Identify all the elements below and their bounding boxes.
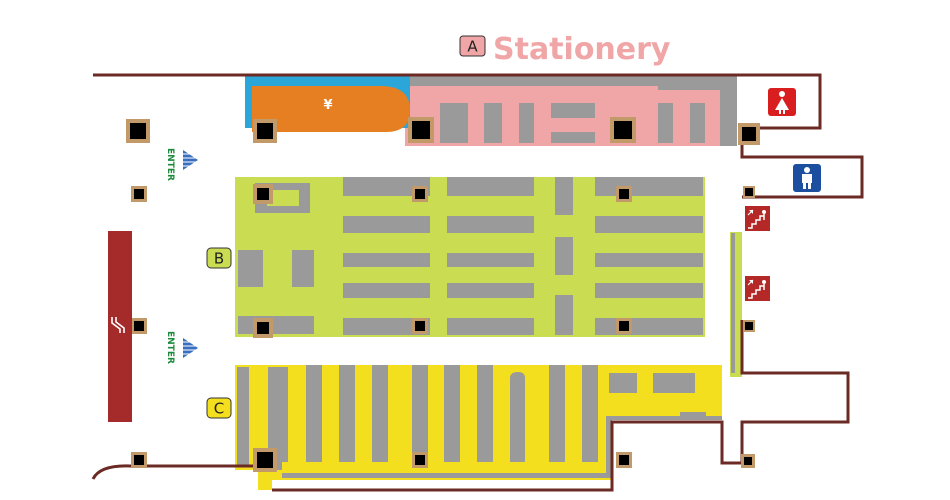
zone-b-shelf	[595, 216, 703, 233]
zone-b-letter: B	[214, 250, 224, 268]
column-core	[257, 188, 269, 200]
page-title: Stationery	[493, 32, 671, 67]
column-core	[257, 123, 273, 139]
zone-c-shelf	[412, 365, 428, 462]
zone-a-shelf	[440, 103, 468, 143]
zone-b-shelf	[595, 318, 703, 335]
zone-a-shelf	[484, 103, 502, 143]
column-core	[619, 321, 629, 331]
column-core	[134, 455, 144, 465]
column-core	[257, 322, 269, 334]
zone-c-shelf	[582, 365, 598, 462]
counter-desk	[252, 86, 410, 132]
entrance-bottom[interactable]: ENTER	[165, 331, 198, 364]
female-restroom-icon[interactable]	[768, 88, 796, 116]
zone-a-shelf	[690, 103, 705, 143]
column-core	[134, 321, 144, 331]
zone-b-shelf	[292, 250, 314, 287]
column-core	[257, 452, 273, 468]
entrance-label: ENTER	[165, 331, 175, 364]
zone-b-shelf	[555, 177, 573, 215]
zone-a-area	[405, 76, 737, 146]
zone-c-shelf	[609, 373, 637, 393]
column-core	[619, 189, 629, 199]
zone-b-shelf	[447, 216, 534, 233]
checkout-counter: ¥	[245, 76, 410, 132]
zone-b-side-shelf	[731, 233, 735, 373]
elevator-area	[108, 231, 132, 422]
column-core	[745, 322, 753, 330]
zone-b-area	[235, 177, 742, 377]
zone-c-shelf	[306, 365, 322, 462]
zone-c-shelf	[510, 372, 525, 462]
column-core	[619, 455, 629, 465]
zone-a-shelf	[551, 103, 595, 118]
zone-b-shelf-gap	[267, 190, 299, 206]
zone-c-shelf	[549, 365, 565, 462]
zone-c-shelf	[372, 365, 388, 462]
male-restroom-icon[interactable]	[793, 164, 821, 192]
zone-c-shelf	[477, 365, 493, 462]
entrance-arrow-icon	[183, 338, 198, 358]
zone-c-shelf	[339, 365, 355, 462]
zone-c-wall-shelf	[264, 416, 722, 478]
zone-c-shelf	[653, 373, 695, 393]
entrance-label: ENTER	[165, 148, 175, 181]
wall-south-west	[91, 464, 258, 480]
zone-b-shelf	[238, 316, 314, 334]
stairs-icon[interactable]	[745, 206, 770, 231]
column-core	[134, 189, 144, 199]
zone-b-badge: B	[206, 247, 232, 269]
zone-a-side-shelf	[720, 76, 737, 146]
zone-c-badge: C	[206, 397, 232, 419]
column-core	[415, 455, 425, 465]
zone-c-shelf	[268, 367, 288, 462]
zone-b-shelf	[343, 177, 430, 196]
zone-b-shelf	[595, 253, 703, 267]
column-core	[412, 121, 430, 139]
zone-a-shelf	[519, 103, 534, 143]
zone-c-shelf	[237, 367, 249, 467]
zone-c-shelf	[444, 365, 460, 462]
zone-c-letter: C	[214, 400, 224, 418]
zone-b-shelf	[595, 177, 703, 196]
zone-c-area	[235, 365, 722, 490]
zone-b-shelf	[447, 283, 534, 298]
zone-b-shelf	[595, 283, 703, 298]
zone-b-shelf	[447, 318, 534, 335]
columns	[126, 117, 760, 472]
zone-a-badge	[459, 35, 486, 57]
column-core	[614, 121, 632, 139]
zone-b-shelf	[343, 283, 430, 298]
column-core	[744, 457, 752, 465]
zone-b-shelf	[555, 295, 573, 335]
zone-b-shelf	[343, 216, 430, 233]
zone-a-shelf	[658, 103, 673, 143]
column-core	[742, 127, 756, 141]
zone-a-header: A Stationery	[459, 32, 671, 67]
zone-b-shelf	[447, 253, 534, 267]
zone-a-shelf	[658, 86, 720, 90]
yen-icon: ¥	[323, 98, 332, 113]
zone-a-wall-shelf	[405, 76, 737, 86]
zone-b-shelf	[238, 250, 263, 287]
zone-b-shelf	[555, 237, 573, 275]
stairs-icon[interactable]	[745, 276, 770, 301]
elevator-bar	[108, 231, 132, 422]
column-core	[130, 123, 146, 139]
zone-b-shelf	[447, 177, 534, 196]
column-core	[415, 321, 425, 331]
escalator-icon	[111, 317, 125, 333]
zone-b-shelf	[343, 253, 430, 267]
column-core	[745, 188, 753, 196]
zone-b-shelf	[343, 318, 430, 335]
entrance-top[interactable]: ENTER	[165, 148, 198, 181]
zone-a-shelf	[551, 132, 595, 143]
entrance-arrow-icon	[183, 150, 198, 170]
column-core	[415, 189, 425, 199]
zone-a-letter: A	[467, 38, 478, 56]
